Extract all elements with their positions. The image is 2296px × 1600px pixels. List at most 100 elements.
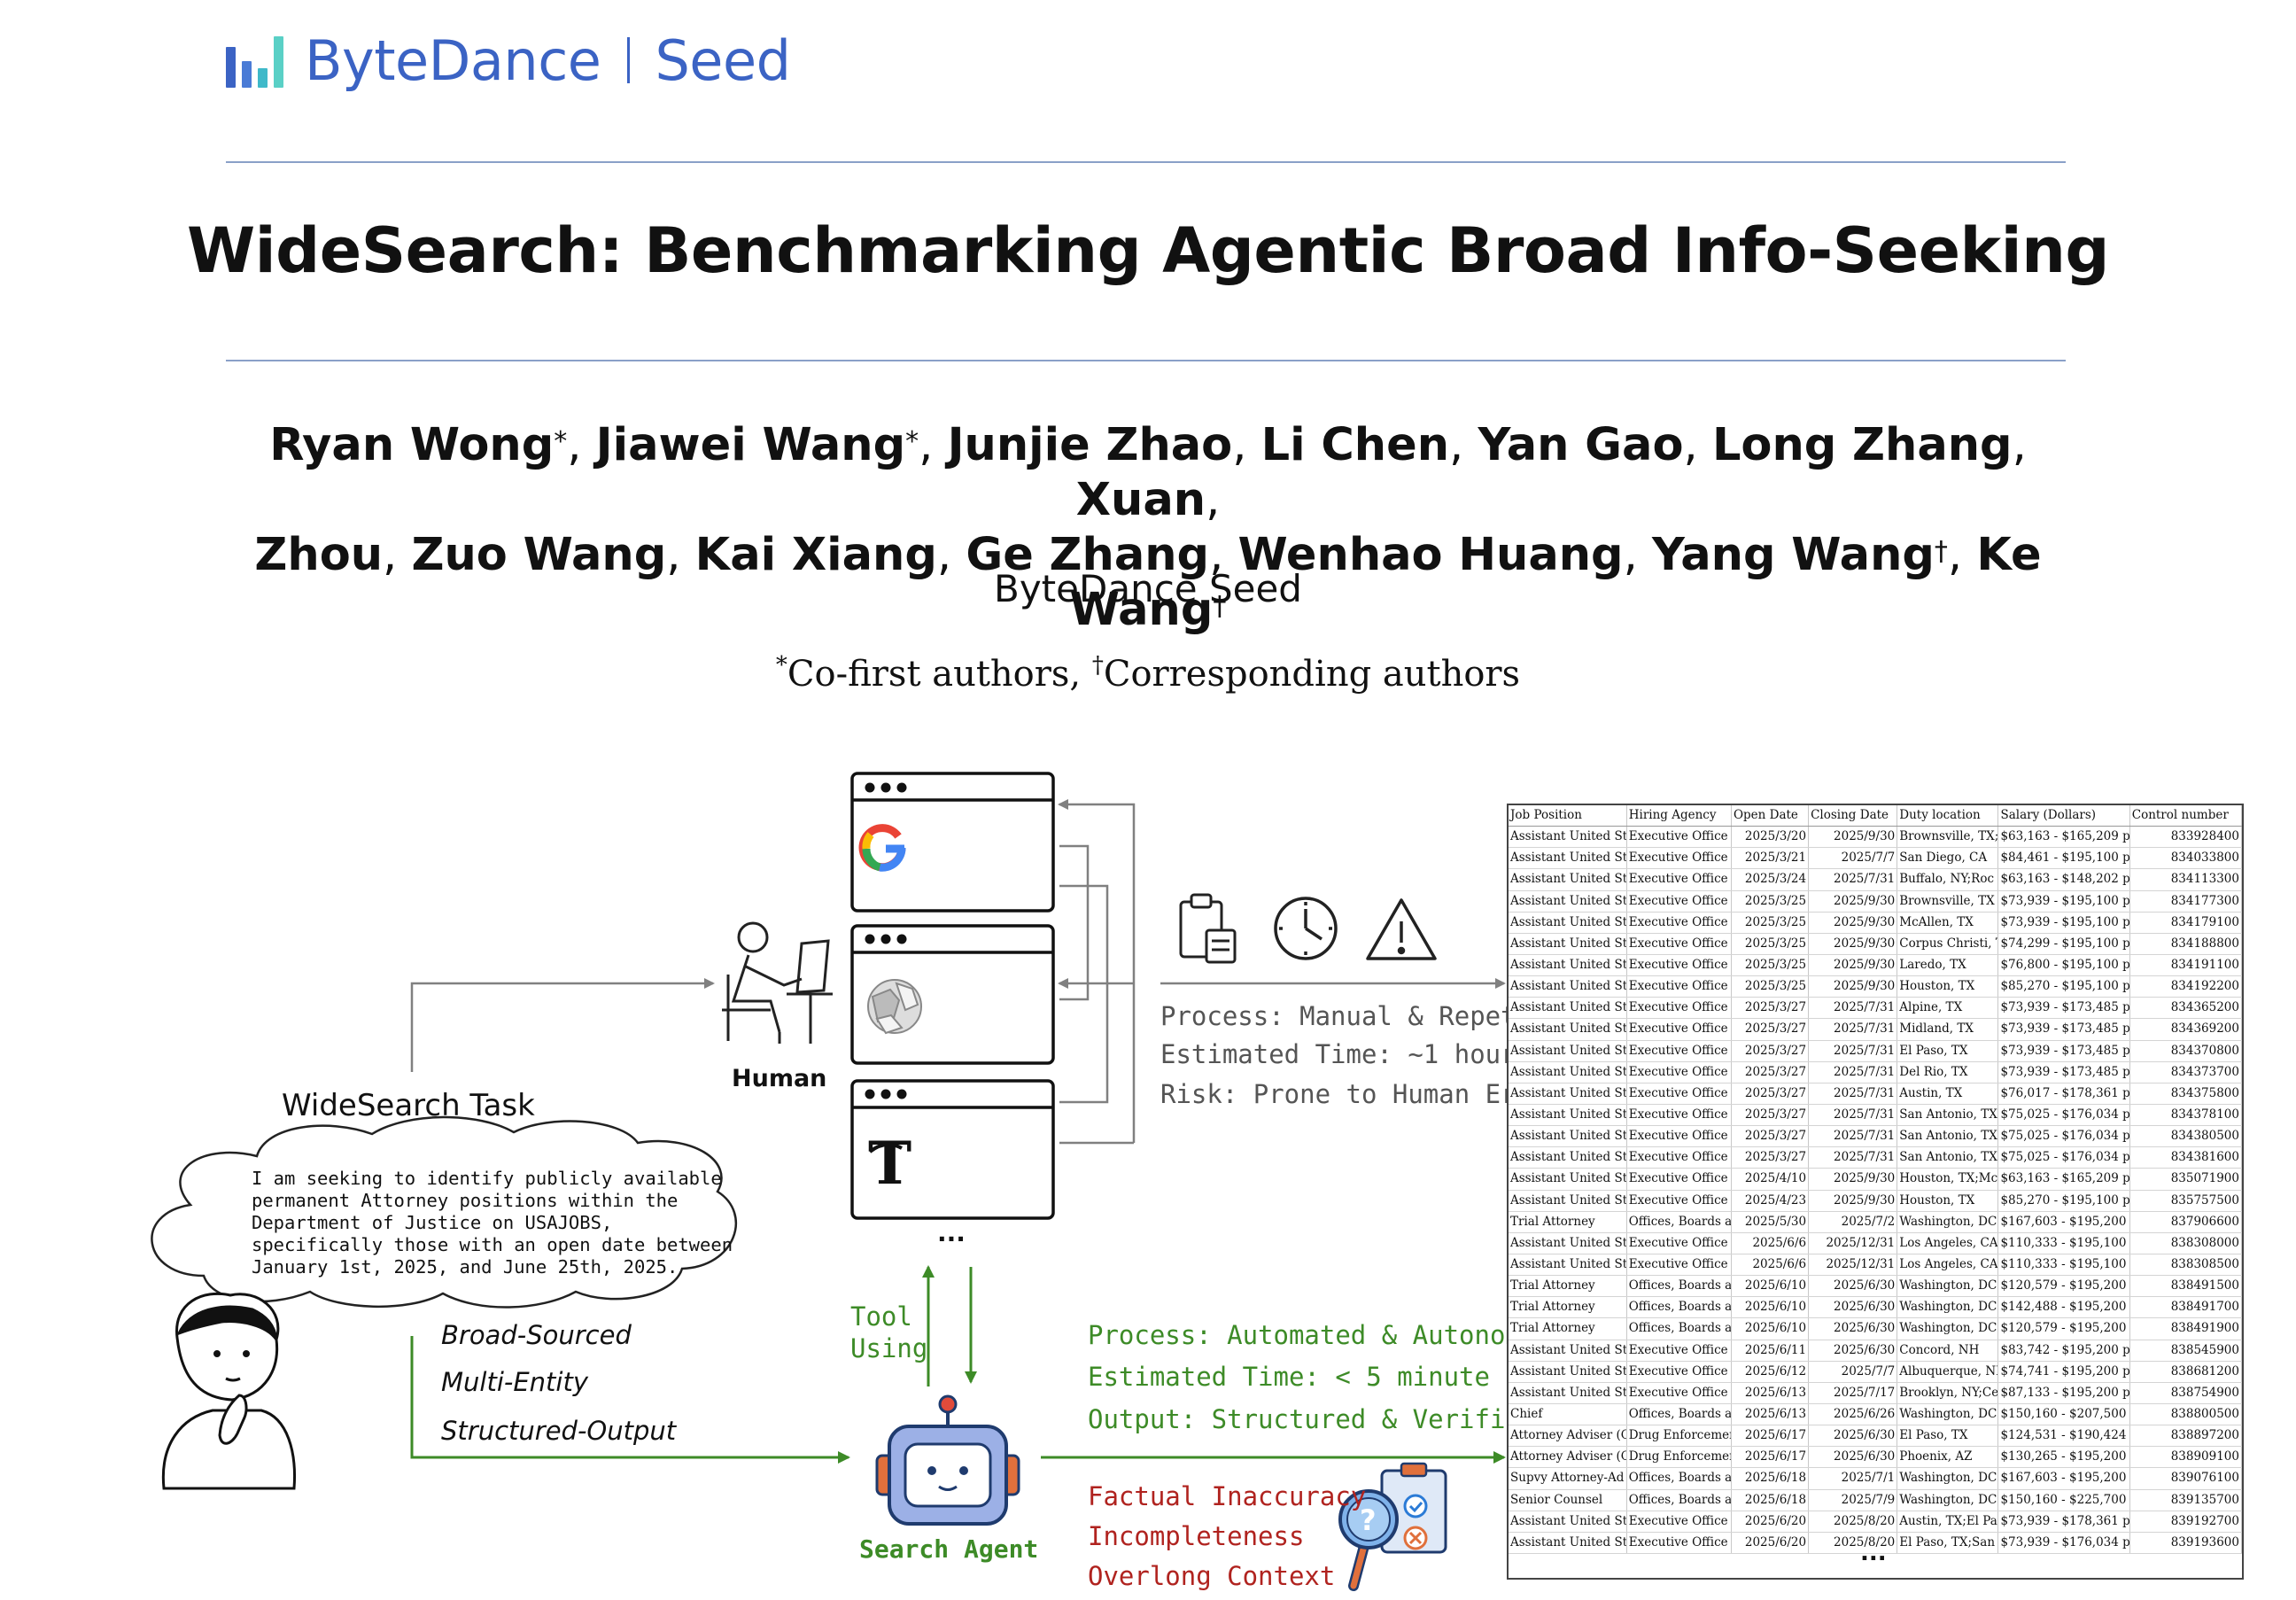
task-query-text: I am seeking to identify publicly availa… (252, 1168, 733, 1278)
table-cell: $83,742 - $195,200 per (1997, 1340, 2130, 1362)
table-cell: 2025/7/31 (1808, 1061, 1898, 1083)
table-cell: 2025/12/31 (1808, 1254, 1898, 1277)
table-cell: 2025/7/7 (1808, 847, 1898, 870)
table-cell: 2025/6/20 (1731, 1532, 1810, 1554)
warning-icon (1366, 898, 1437, 960)
table-cell: Austin, TX;El Pa (1897, 1511, 1999, 1533)
task-cloud (151, 1115, 738, 1309)
table-cell: 839192700 (2129, 1511, 2242, 1533)
table-cell: 2025/7/31 (1808, 868, 1898, 891)
table-cell: Corpus Christi, T (1897, 933, 1999, 955)
table-cell: Executive Office (1626, 1254, 1732, 1277)
table-cell: $110,333 - $195,100 pe (1997, 1254, 2130, 1277)
table-cell: $130,265 - $195,200 pe (1997, 1446, 2130, 1469)
table-cell: 837906600 (2129, 1211, 2242, 1233)
table-cell: 835071900 (2129, 1168, 2242, 1191)
table-cell: 2025/6/18 (1731, 1489, 1810, 1511)
table-cell: Assistant United St (1509, 890, 1627, 913)
table-cell: 2025/9/30 (1808, 954, 1898, 977)
table-cell: El Paso, TX;San (1897, 1532, 1999, 1554)
risk-factual-inaccuracy: Factual Inaccuracy (1088, 1481, 1367, 1511)
table-cell: $73,939 - $173,485 per (1997, 1018, 2130, 1041)
table-cell: 2025/6/20 (1731, 1511, 1810, 1533)
table-cell: 2025/6/13 (1731, 1403, 1810, 1426)
table-cell: 2025/3/24 (1731, 868, 1810, 891)
table-cell: Assistant United St (1509, 1083, 1627, 1105)
table-cell: 2025/3/27 (1731, 1125, 1810, 1148)
top-divider (226, 161, 2066, 163)
browser-window-dots (865, 782, 907, 1099)
author-name: Yang Wang (1652, 529, 1935, 581)
agent-process-line: Process: Automated & Autonomous (1088, 1320, 1568, 1350)
table-cell: Washington, DC (1897, 1211, 1999, 1233)
table-cell: Executive Office (1626, 890, 1732, 913)
table-cell: Brooklyn, NY;Ce (1897, 1382, 1999, 1404)
table-cell: 2025/6/10 (1731, 1317, 1810, 1340)
table-cell: Washington, DC (1897, 1317, 1999, 1340)
table-cell: Offices, Boards a (1626, 1275, 1732, 1298)
table-cell: Executive Office (1626, 1104, 1732, 1127)
table-cell: 834373700 (2129, 1061, 2242, 1083)
table-cell: 838545900 (2129, 1340, 2242, 1362)
table-cell: Drug Enforcemer (1626, 1446, 1732, 1469)
table-cell: Houston, TX (1897, 1190, 1999, 1212)
table-cell: Executive Office (1626, 1511, 1732, 1533)
table-cell: 838754900 (2129, 1382, 2242, 1404)
table-cell: 2025/3/25 (1731, 933, 1810, 955)
table-cell: $73,939 - $176,034 per (1997, 1532, 2130, 1554)
logo-product: Seed (655, 27, 791, 93)
risk-incompleteness: Incompleteness (1088, 1521, 1305, 1551)
table-cell: Assistant United St (1509, 1340, 1627, 1362)
author-name: Jiawei Wang (595, 419, 906, 471)
author-name: Xuan (1075, 474, 1206, 526)
table-cell: 839193600 (2129, 1532, 2242, 1554)
table-cell: Executive Office (1626, 1361, 1732, 1383)
table-cell: $142,488 - $195,200 pe (1997, 1296, 2130, 1319)
table-cell: 2025/3/27 (1731, 1146, 1810, 1169)
wikipedia-icon (867, 979, 922, 1035)
table-cell: 834381600 (2129, 1146, 2242, 1169)
table-cell: 835757500 (2129, 1190, 2242, 1212)
google-icon (858, 824, 906, 872)
table-cell: Houston, TX;Mc (1897, 1168, 1999, 1191)
table-cell: 2025/9/30 (1808, 933, 1898, 955)
table-cell: Los Angeles, CA (1897, 1232, 1999, 1254)
table-cell: Assistant United St (1509, 997, 1627, 1020)
table-cell: 2025/4/23 (1731, 1190, 1810, 1212)
table-cell: 2025/6/30 (1808, 1275, 1898, 1298)
table-cell: $124,531 - $190,424 pe (1997, 1425, 2130, 1448)
author-name: Zuo Wang (411, 529, 667, 581)
table-cell: $63,163 - $165,209 per (1997, 826, 2130, 849)
table-cell: $167,603 - $195,200 pe (1997, 1211, 2130, 1233)
table-cell: Offices, Boards a (1626, 1211, 1732, 1233)
table-cell: 2025/6/17 (1731, 1446, 1810, 1469)
author-name: Long Zhang (1711, 419, 2013, 471)
table-header-cell: Open Date (1731, 805, 1810, 827)
table-cell: 833928400 (2129, 826, 2242, 849)
table-cell: 2025/6/6 (1731, 1232, 1810, 1254)
table-cell: 834033800 (2129, 847, 2242, 870)
table-cell: 2025/9/30 (1808, 975, 1898, 998)
table-cell: 2025/7/9 (1808, 1489, 1898, 1511)
table-cell: Assistant United St (1509, 1168, 1627, 1191)
table-header-cell: Control number (2129, 805, 2242, 827)
table-cell: Assistant United St (1509, 933, 1627, 955)
human-risk-line: Risk: Prone to Human Error (1160, 1079, 1563, 1109)
table-cell: Assistant United St (1509, 847, 1627, 870)
table-cell: Offices, Boards a (1626, 1467, 1732, 1490)
risk-overlong-context: Overlong Context (1088, 1561, 1336, 1591)
author-name: Zhou (254, 529, 384, 581)
table-cell: Los Angeles, CA (1897, 1254, 1999, 1277)
